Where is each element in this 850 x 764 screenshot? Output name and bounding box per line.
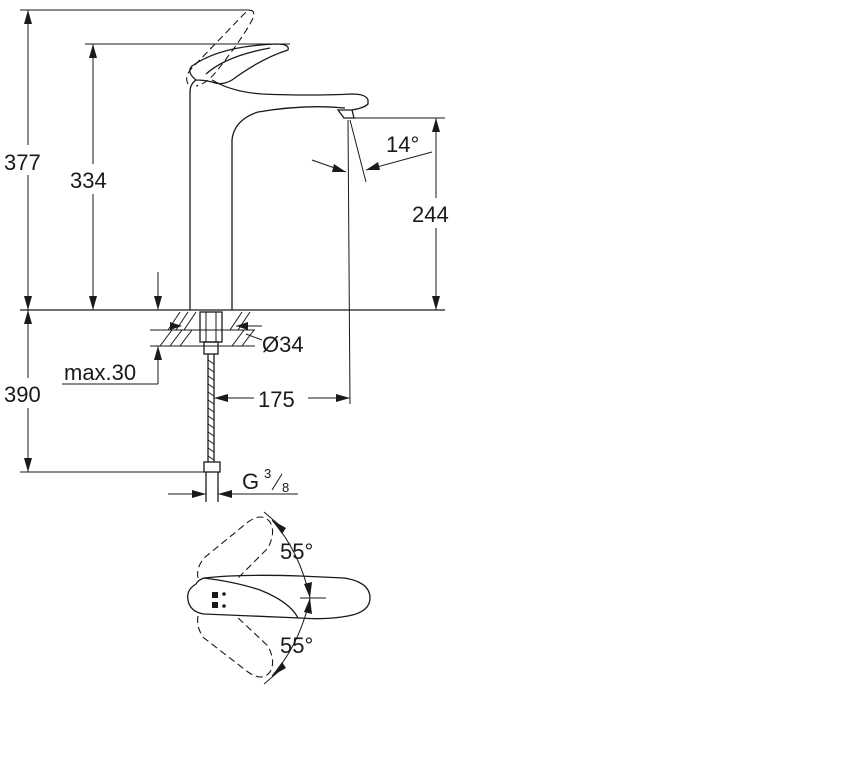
label-244: 244	[412, 202, 449, 227]
label-max-30: max.30	[64, 360, 136, 385]
dimension-spray-angle: 14°	[311, 119, 433, 405]
dimension-projection: 175	[214, 385, 350, 413]
label-connection-g: G	[242, 469, 259, 494]
dimension-total-height: 377	[2, 9, 250, 310]
label-connection-denominator: 8	[282, 480, 289, 495]
faucet-body	[189, 43, 369, 310]
counter-mount-section	[150, 311, 262, 355]
label-334: 334	[70, 168, 107, 193]
label-377: 377	[4, 150, 41, 175]
dimension-connection-thread: G 3 8	[168, 466, 298, 498]
dimension-below-counter: 390	[2, 310, 206, 473]
lever-top-view: 55° 55°	[187, 511, 371, 685]
dimension-max-thickness: max.30	[62, 272, 162, 385]
dimension-hole-diameter: Ø34	[245, 330, 314, 357]
label-14-degrees: 14°	[386, 132, 419, 157]
dimension-spout-height: 334	[68, 43, 290, 310]
label-diameter-34: Ø34	[262, 332, 304, 357]
label-rotation-55-lower: 55°	[280, 633, 313, 658]
label-rotation-55-upper: 55°	[280, 539, 313, 564]
label-connection-numerator: 3	[264, 466, 271, 481]
label-390: 390	[4, 382, 41, 407]
supply-hose	[203, 354, 221, 502]
label-175: 175	[258, 387, 295, 412]
dimension-outlet-height: 244	[350, 117, 462, 310]
lever-raised-outline	[186, 9, 255, 87]
